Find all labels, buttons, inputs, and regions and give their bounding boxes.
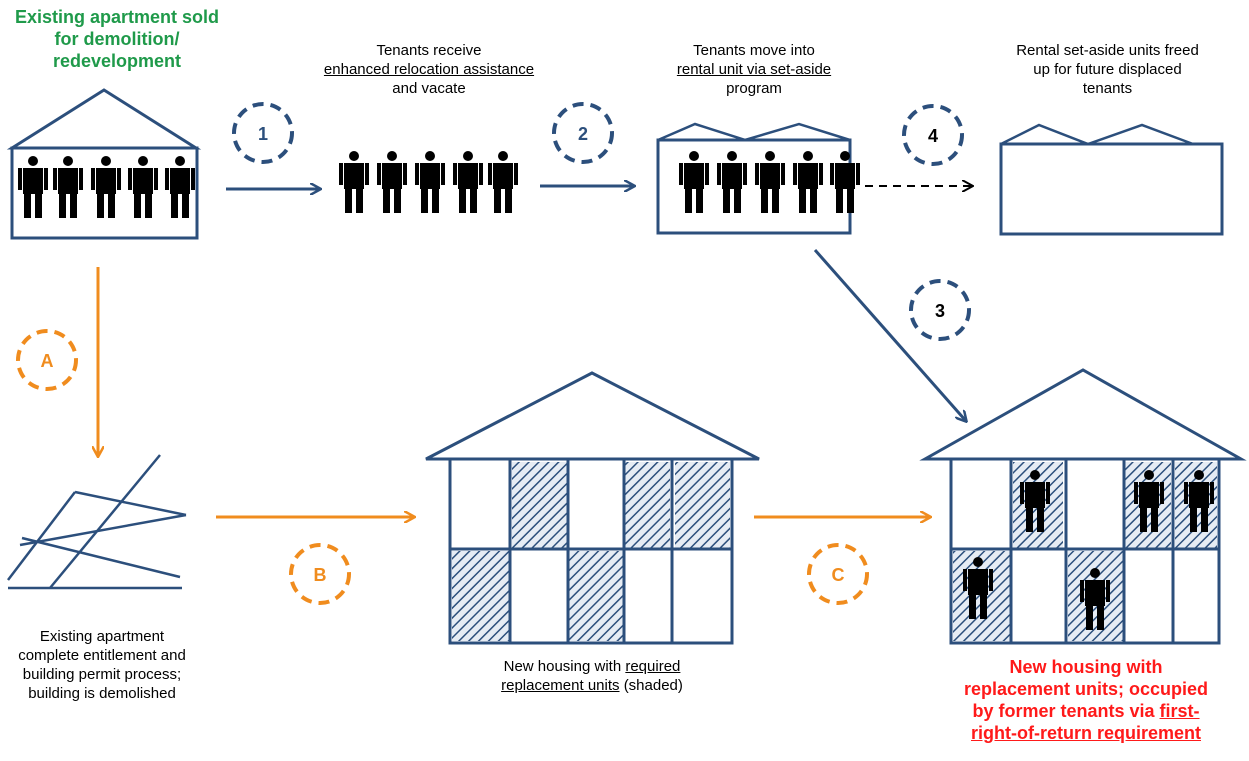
entitlement-label: Existing apartment complete entitlement … <box>18 628 186 702</box>
svg-text:B: B <box>314 565 327 585</box>
set-aside-rental-building <box>656 122 860 235</box>
existing-apartment-building <box>6 88 202 240</box>
tenants-receive-line3: and vacate <box>392 80 466 97</box>
svg-text:4: 4 <box>928 126 938 146</box>
svg-text:2: 2 <box>578 124 588 144</box>
svg-text:1: 1 <box>258 124 268 144</box>
tenants-receive-label: Tenants receive enhanced relocation assi… <box>320 41 538 98</box>
step-marker-3: 3 <box>909 279 971 341</box>
new-housing-line3: (shaded) <box>623 677 683 694</box>
tenants-move-label: Tenants move into rental unit via set-as… <box>660 41 848 98</box>
first-right-of-return-text: first-right-of-return requirement <box>970 701 1201 743</box>
enhanced-relocation-text: enhanced relocation assistance <box>323 61 535 78</box>
new-housing-line1: New housing with <box>503 658 622 675</box>
rental-unit-set-aside-text: rental unit via set-aside <box>676 61 832 78</box>
displaced-tenants-group <box>339 151 518 213</box>
freed-set-aside-building <box>999 123 1224 236</box>
tenants-receive-line1: Tenants receive <box>376 42 482 59</box>
tenants-move-line1: Tenants move into <box>693 42 815 59</box>
svg-text:A: A <box>41 351 54 371</box>
svg-text:3: 3 <box>935 301 945 321</box>
step-marker-4: 4 <box>902 104 964 166</box>
new-housing-label: New housing with required replacement un… <box>470 657 714 695</box>
final-housing-label: New housing with replacement units; occu… <box>958 656 1214 744</box>
step-marker-c: C <box>807 543 869 605</box>
existing-apartment-title: Existing apartment sold for demolition/ … <box>14 7 220 71</box>
step-marker-2: 2 <box>552 102 614 164</box>
final-housing-line1: New housing with replacement units; occu… <box>963 657 1209 721</box>
required-replacement-text: required replacement units <box>501 658 681 694</box>
final-occupied-housing-building <box>919 368 1247 645</box>
demolished-building-icon <box>7 454 187 590</box>
arrow-step-3 <box>813 249 966 421</box>
svg-text:C: C <box>832 565 845 585</box>
step-marker-a: A <box>16 329 78 391</box>
tenants-move-line3: program <box>726 80 782 97</box>
set-aside-freed-label: Rental set-aside units freed up for futu… <box>1016 42 1199 97</box>
step-marker-1: 1 <box>232 102 294 164</box>
new-housing-building <box>425 371 760 645</box>
step-marker-b: B <box>289 543 351 605</box>
